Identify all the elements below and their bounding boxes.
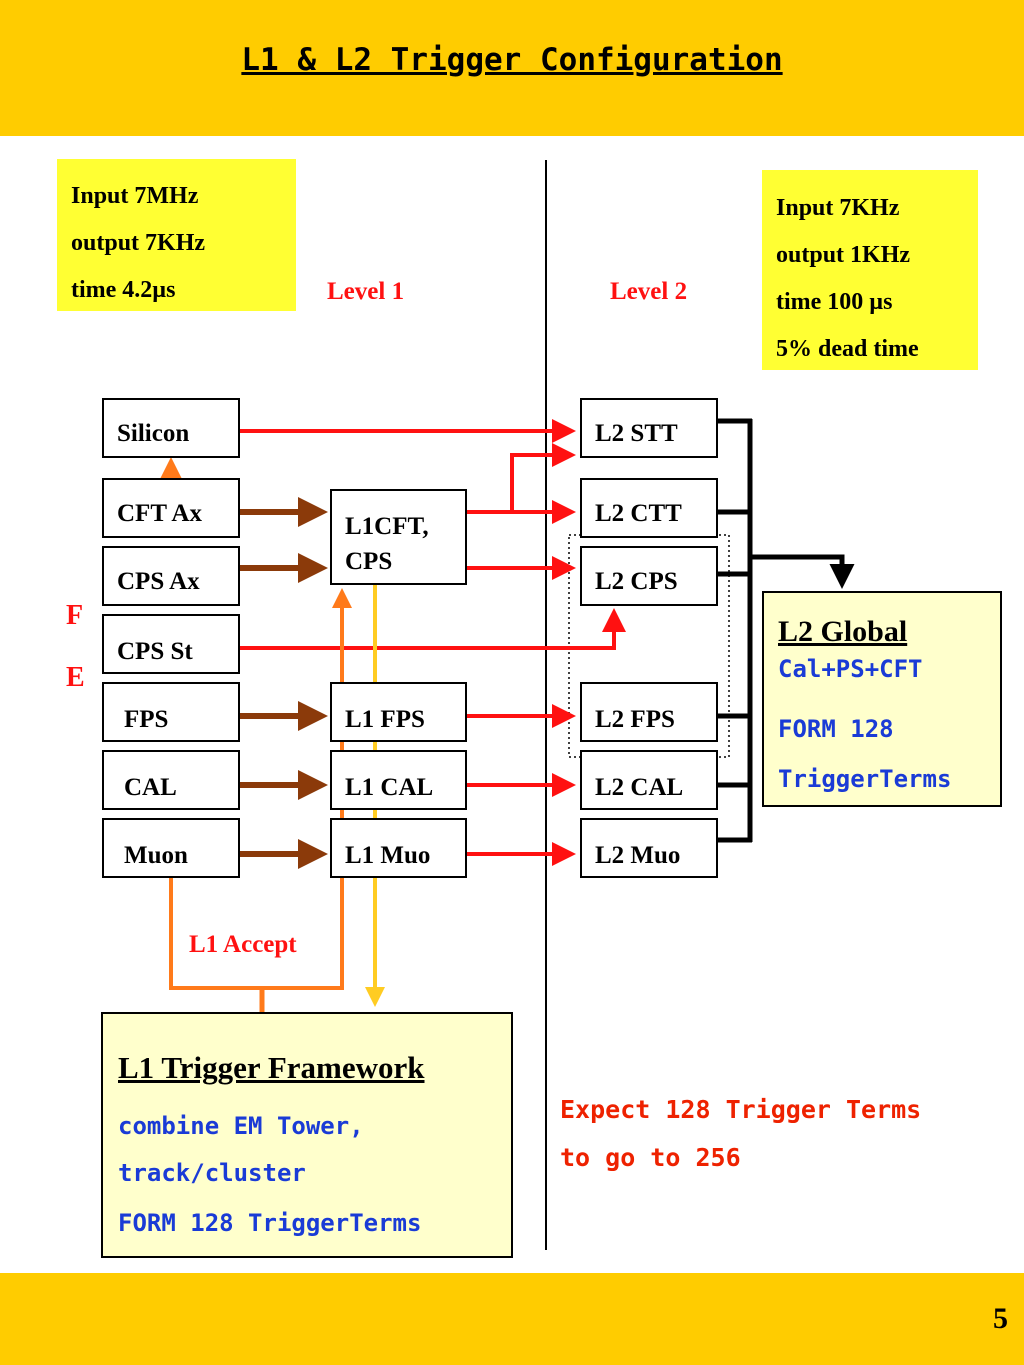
l2-global-title: L2 Global (778, 615, 908, 648)
level2-input-rate: Input 7KHz (776, 195, 900, 221)
l2-ctt: L2 CTT (580, 478, 718, 538)
frontend-cps-ax-label: CPS Ax (117, 568, 200, 595)
l1-cal: L1 CAL (330, 750, 467, 810)
l1-cft-cps-label-1: L1CFT, (345, 513, 429, 540)
fe-label-f: F (66, 600, 84, 631)
l2-global-inputs: Cal+PS+CFT (778, 655, 923, 683)
title-band (0, 0, 1024, 136)
frontend-muon-label: Muon (124, 842, 188, 869)
l1-framework-line-2: track/cluster (118, 1159, 306, 1187)
frontend-cps-st: CPS St (102, 614, 240, 674)
l2-cal: L2 CAL (580, 750, 718, 810)
frontend-silicon-label: Silicon (117, 420, 190, 447)
level2-rates-note: Input 7KHz output 1KHz time 100 µs 5% de… (762, 170, 978, 370)
l1-cft-cps-label-2: CPS (345, 548, 393, 575)
level2-dead-time: 5% dead time (776, 336, 919, 362)
frontend-cps-ax: CPS Ax (102, 546, 240, 606)
l2-global-form: FORM 128 (778, 715, 894, 743)
level2-time: time 100 µs (776, 289, 893, 315)
l1-framework-line-3: FORM 128 TriggerTerms (118, 1209, 422, 1237)
level1-rates-note: Input 7MHz output 7KHz time 4.2µs (57, 159, 296, 311)
frontend-cft-ax: CFT Ax (102, 478, 240, 538)
l2-stt: L2 STT (580, 398, 718, 458)
l1-muo-label: L1 Muo (345, 842, 431, 869)
l1-muo: L1 Muo (330, 818, 467, 878)
frontend-cft-ax-label: CFT Ax (117, 500, 202, 527)
expect-note-line-1: Expect 128 Trigger Terms (560, 1095, 922, 1124)
l2-cal-label: L2 CAL (595, 774, 684, 801)
frontend-silicon: Silicon (102, 398, 240, 458)
l1-fps: L1 FPS (330, 682, 467, 742)
frontend-cal: CAL (102, 750, 240, 810)
footer-band (0, 1273, 1024, 1365)
l1-cal-label: L1 CAL (345, 774, 434, 801)
l2-muo-label: L2 Muo (595, 842, 681, 869)
page-number: 5 (993, 1302, 1008, 1335)
fe-label-e: E (66, 662, 85, 693)
l2-ctt-label: L2 CTT (595, 500, 682, 527)
frontend-cal-label: CAL (124, 774, 177, 801)
expect-note-line-2: to go to 256 (560, 1143, 741, 1172)
frontend-cps-st-label: CPS St (117, 638, 193, 665)
l2-fps: L2 FPS (580, 682, 718, 742)
l2-global-panel: L2 Global Cal+PS+CFT FORM 128 TriggerTer… (762, 591, 1002, 807)
level2-output-rate: output 1KHz (776, 242, 911, 268)
frontend-fps-label: FPS (124, 706, 169, 733)
l2-cps-label: L2 CPS (595, 568, 678, 595)
l2-cps: L2 CPS (580, 546, 718, 606)
l1-cft-cps: L1CFT, CPS (330, 489, 467, 585)
frontend-fps: FPS (102, 682, 240, 742)
level1-output-rate: output 7KHz (71, 230, 206, 256)
l2-stt-label: L2 STT (595, 420, 678, 447)
level1-time: time 4.2µs (71, 277, 176, 303)
l1-framework-title: L1 Trigger Framework (118, 1050, 425, 1085)
frontend-muon: Muon (102, 818, 240, 878)
l2-global-terms: TriggerTerms (778, 765, 952, 793)
level2-label: Level 2 (610, 278, 688, 305)
l1-accept-label: L1 Accept (189, 931, 297, 958)
l1-framework-line-1: combine EM Tower, (118, 1112, 364, 1140)
level1-input-rate: Input 7MHz (71, 183, 199, 209)
l1-fps-label: L1 FPS (345, 706, 425, 733)
l2-fps-label: L2 FPS (595, 706, 675, 733)
l1-framework-panel: L1 Trigger Framework combine EM Tower, t… (101, 1012, 513, 1258)
l2-muo: L2 Muo (580, 818, 718, 878)
slide-title: L1 & L2 Trigger Configuration (241, 42, 783, 78)
level1-label: Level 1 (327, 278, 405, 305)
